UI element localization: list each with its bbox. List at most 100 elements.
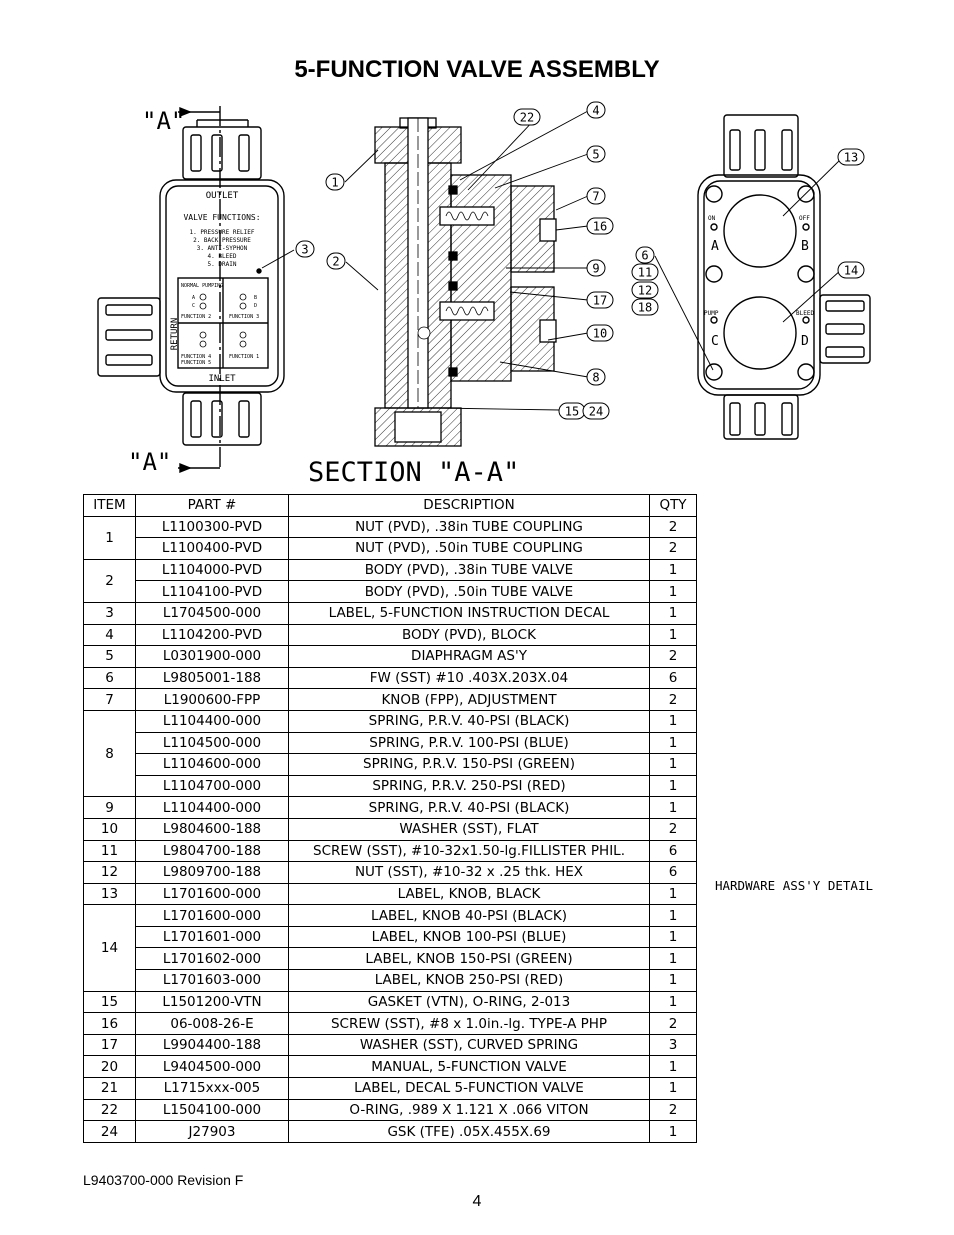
- callout-balloon: [295, 240, 315, 258]
- description-cell: LABEL, KNOB 150-PSI (GREEN): [288, 947, 650, 971]
- part-cell: L1701602-000: [135, 947, 289, 971]
- part-cell: L1104500-000: [135, 731, 289, 755]
- function-2-label: FUNCTION 2: [181, 314, 211, 320]
- qty-cell: 1: [649, 709, 697, 733]
- qty-cell: 1: [649, 1077, 697, 1100]
- callout-balloon: [837, 261, 865, 279]
- part-cell: L1701603-000: [135, 969, 289, 992]
- port-b-label: B: [254, 295, 257, 301]
- item-cell: 13: [83, 882, 136, 906]
- part-cell: 06-008-26-E: [135, 1012, 289, 1035]
- callout-balloon: [631, 263, 659, 281]
- description-cell: LABEL, KNOB, BLACK: [288, 882, 650, 906]
- callout-number: 13: [844, 151, 858, 165]
- qty-cell: 2: [649, 515, 697, 539]
- item-cell: 16: [83, 1012, 136, 1035]
- item-cell: 3: [83, 601, 136, 625]
- item-cell: 7: [83, 688, 136, 711]
- part-cell: L1104400-000: [135, 796, 289, 819]
- functions-heading: VALVE FUNCTIONS:: [183, 213, 260, 222]
- callout-number: 2: [332, 255, 339, 269]
- part-cell: L1104700-000: [135, 774, 289, 798]
- header-qty: QTY: [649, 494, 697, 517]
- off-label: OFF: [799, 215, 810, 222]
- qty-cell: 1: [649, 990, 697, 1014]
- qty-cell: 1: [649, 969, 697, 992]
- qty-cell: 3: [649, 1033, 697, 1057]
- valve-drawing: "A" "A" OUTLET VALVE FUNCTIONS: 1. PRESS…: [97, 101, 871, 488]
- side-view: [697, 114, 871, 440]
- part-cell: L1104400-000: [135, 709, 289, 733]
- callout-number: 18: [638, 301, 652, 315]
- item-cell: 20: [83, 1055, 136, 1079]
- callout-balloon: [837, 148, 865, 166]
- qty-cell: 1: [649, 623, 697, 647]
- qty-cell: 1: [649, 1055, 697, 1079]
- callout-number: 8: [592, 371, 599, 385]
- qty-cell: 6: [649, 666, 697, 690]
- part-cell: L0301900-000: [135, 645, 289, 668]
- function-5-label: FUNCTION 5: [181, 360, 211, 366]
- part-cell: L1104000-PVD: [135, 558, 289, 582]
- description-cell: WASHER (SST), CURVED SPRING: [288, 1033, 650, 1057]
- callout-number: 14: [844, 264, 858, 278]
- description-cell: LABEL, KNOB 250-PSI (RED): [288, 969, 650, 992]
- callout-number: 24: [589, 405, 603, 419]
- letter-a: A: [711, 239, 719, 254]
- callout-balloon: [586, 259, 606, 277]
- callout-number: 3: [301, 243, 308, 257]
- item-cell: 21: [83, 1077, 136, 1100]
- callout-number: 6: [641, 249, 648, 263]
- item-cell: 12: [83, 861, 136, 884]
- callout-balloon: [586, 217, 614, 235]
- callout-balloon: [326, 252, 346, 270]
- callout-balloon: [513, 108, 541, 126]
- callout-number: 17: [593, 294, 607, 308]
- part-cell: L1104600-000: [135, 753, 289, 776]
- hardware-label: HARDWARE ASS'Y DETAIL: [714, 878, 874, 893]
- item-cell: 11: [83, 839, 136, 863]
- qty-cell: 2: [649, 1012, 697, 1035]
- normal-pumping-label: NORMAL PUMPING: [181, 283, 223, 289]
- item-cell: 8: [83, 709, 136, 798]
- function-line-3: 3. ANTI-SYPHON: [197, 245, 248, 252]
- callout-balloon: [586, 145, 606, 163]
- qty-cell: 1: [649, 774, 697, 798]
- function-line-2: 2. BACK PRESSURE: [193, 237, 251, 244]
- callout-balloon: [586, 187, 606, 205]
- item-cell: 6: [83, 666, 136, 690]
- qty-cell: 2: [649, 1098, 697, 1122]
- callout-balloon: [586, 101, 606, 119]
- callout-number: 4: [592, 104, 599, 118]
- part-cell: L1104200-PVD: [135, 623, 289, 647]
- qty-cell: 1: [649, 947, 697, 971]
- qty-cell: 1: [649, 731, 697, 755]
- part-cell: L9904400-188: [135, 1033, 289, 1057]
- qty-cell: 1: [649, 904, 697, 927]
- part-cell: L1701600-000: [135, 882, 289, 906]
- description-cell: BODY (PVD), .50in TUBE VALVE: [288, 580, 650, 603]
- header-description: DESCRIPTION: [288, 494, 650, 517]
- front-view: [97, 106, 295, 474]
- item-cell: 9: [83, 796, 136, 819]
- description-cell: MANUAL, 5-FUNCTION VALVE: [288, 1055, 650, 1079]
- part-cell: L1701600-000: [135, 904, 289, 927]
- part-cell: L9404500-000: [135, 1055, 289, 1079]
- item-cell: 17: [83, 1033, 136, 1057]
- description-cell: NUT (PVD), .38in TUBE COUPLING: [288, 515, 650, 539]
- qty-cell: 2: [649, 817, 697, 841]
- outlet-label: OUTLET: [206, 191, 239, 201]
- qty-cell: 1: [649, 925, 697, 949]
- description-cell: LABEL, 5-FUNCTION INSTRUCTION DECAL: [288, 601, 650, 625]
